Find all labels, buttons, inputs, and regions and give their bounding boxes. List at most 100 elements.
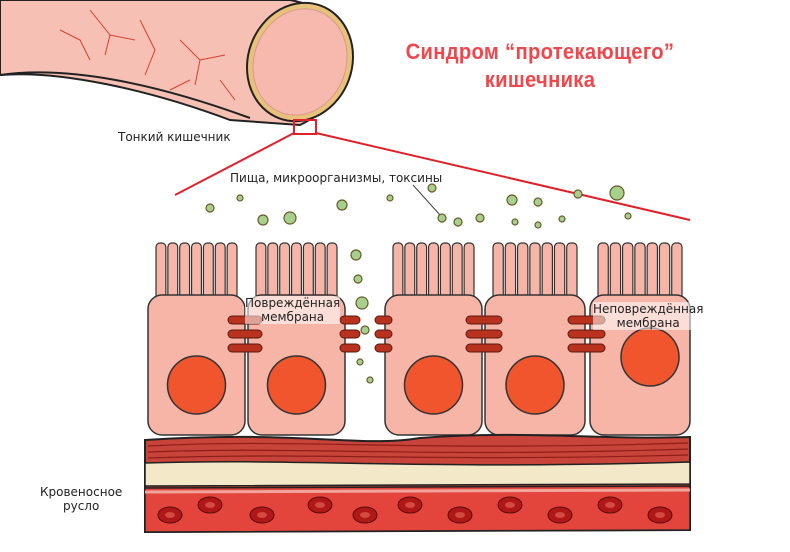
label-bloodstream: Кровеносное русло (40, 485, 122, 513)
epithelial-cell (384, 242, 483, 436)
label-line: Повреждённая (245, 296, 341, 310)
microvillus (427, 242, 440, 304)
particle (350, 249, 362, 261)
microvillus (416, 242, 428, 304)
blood-vessel (144, 433, 691, 534)
particle (453, 217, 463, 227)
label-line: мембрана (261, 310, 325, 324)
microvillus (392, 242, 404, 304)
tight-junction (374, 329, 393, 339)
microvillus (516, 242, 529, 304)
particle (427, 183, 437, 193)
tight-junction (339, 315, 361, 325)
particle (236, 194, 244, 202)
red-blood-cell-center (205, 502, 215, 508)
particle (609, 185, 625, 201)
microvillus (609, 242, 622, 304)
particle (534, 221, 542, 229)
title-line-2: кишечника (484, 67, 596, 92)
microvillus (621, 242, 634, 304)
red-blood-cell-center (505, 502, 515, 508)
label-intact-membrane: Неповреждённая мембрана (593, 302, 704, 330)
microvillus (302, 242, 314, 304)
microvillus (492, 242, 504, 304)
microvillus (597, 242, 609, 304)
red-blood-cell-center (257, 512, 267, 518)
microvillus (671, 242, 683, 304)
epithelial-cell (589, 242, 691, 436)
red-blood-cell-center (655, 512, 665, 518)
microvillus (404, 242, 416, 304)
label-food-microbes-toxins: Пища, микроорганизмы, токсины (230, 171, 443, 185)
particle (506, 194, 518, 206)
particle (475, 213, 485, 223)
particle (624, 212, 632, 220)
microvillus (634, 242, 646, 304)
tight-junction (465, 343, 503, 353)
microvillus (290, 242, 303, 304)
tight-junction (374, 343, 393, 353)
zoom-box (293, 119, 317, 135)
tight-junction (374, 315, 393, 325)
red-blood-cell-center (555, 512, 565, 518)
epithelial-cells (147, 242, 691, 436)
particle (353, 274, 363, 284)
particle (205, 203, 215, 213)
particle (437, 213, 447, 223)
epithelial-cell (247, 242, 346, 436)
red-blood-cell-center (455, 512, 465, 518)
microvillus (566, 242, 578, 304)
red-blood-cell-center (405, 502, 415, 508)
microvillus (658, 242, 671, 304)
label-line: Кровеносное (40, 485, 123, 499)
microvillus (553, 242, 566, 304)
label-line: мембрана (616, 316, 680, 330)
nucleus (266, 355, 327, 415)
tight-junction (339, 329, 361, 339)
microvillus (463, 242, 475, 304)
tight-junction (567, 343, 606, 353)
red-blood-cell-center (360, 512, 370, 518)
tight-junction (465, 329, 503, 339)
particle (558, 215, 566, 223)
particle (511, 218, 519, 226)
particle (360, 325, 370, 335)
pointer-line (412, 184, 441, 216)
nucleus (620, 327, 680, 387)
tight-junction (227, 329, 263, 339)
label-line: Неповреждённая (593, 302, 704, 316)
epithelial-cell (484, 242, 586, 436)
microvillus (646, 242, 659, 304)
microvillus (267, 242, 279, 304)
page-title: Синдром “протекающего” кишечника (393, 38, 687, 94)
particle (356, 358, 364, 366)
microvillus (226, 242, 238, 304)
title-line-1: Синдром “протекающего” (405, 39, 675, 64)
tight-junction (465, 315, 503, 325)
tight-junction (567, 329, 606, 339)
microvillus (504, 242, 517, 304)
epithelial-cell (147, 242, 246, 436)
red-blood-cell-center (315, 502, 325, 508)
particle (533, 197, 543, 207)
microvillus (326, 242, 338, 304)
nucleus (403, 355, 464, 415)
microvillus (155, 242, 167, 304)
microvillus (451, 242, 463, 304)
particle (257, 214, 269, 226)
microvillus (439, 242, 451, 304)
microvillus (255, 242, 267, 304)
particle (283, 211, 297, 225)
label-damaged-membrane: Повреждённая мембрана (245, 296, 341, 324)
microvillus (314, 242, 326, 304)
microvillus (279, 242, 291, 304)
particle (386, 194, 394, 202)
microvillus (167, 242, 179, 304)
microvillus (541, 242, 554, 304)
label-line: русло (62, 499, 100, 513)
microvillus (529, 242, 541, 304)
zoom-lines (174, 132, 691, 221)
small-intestine-illustration (0, 0, 354, 135)
